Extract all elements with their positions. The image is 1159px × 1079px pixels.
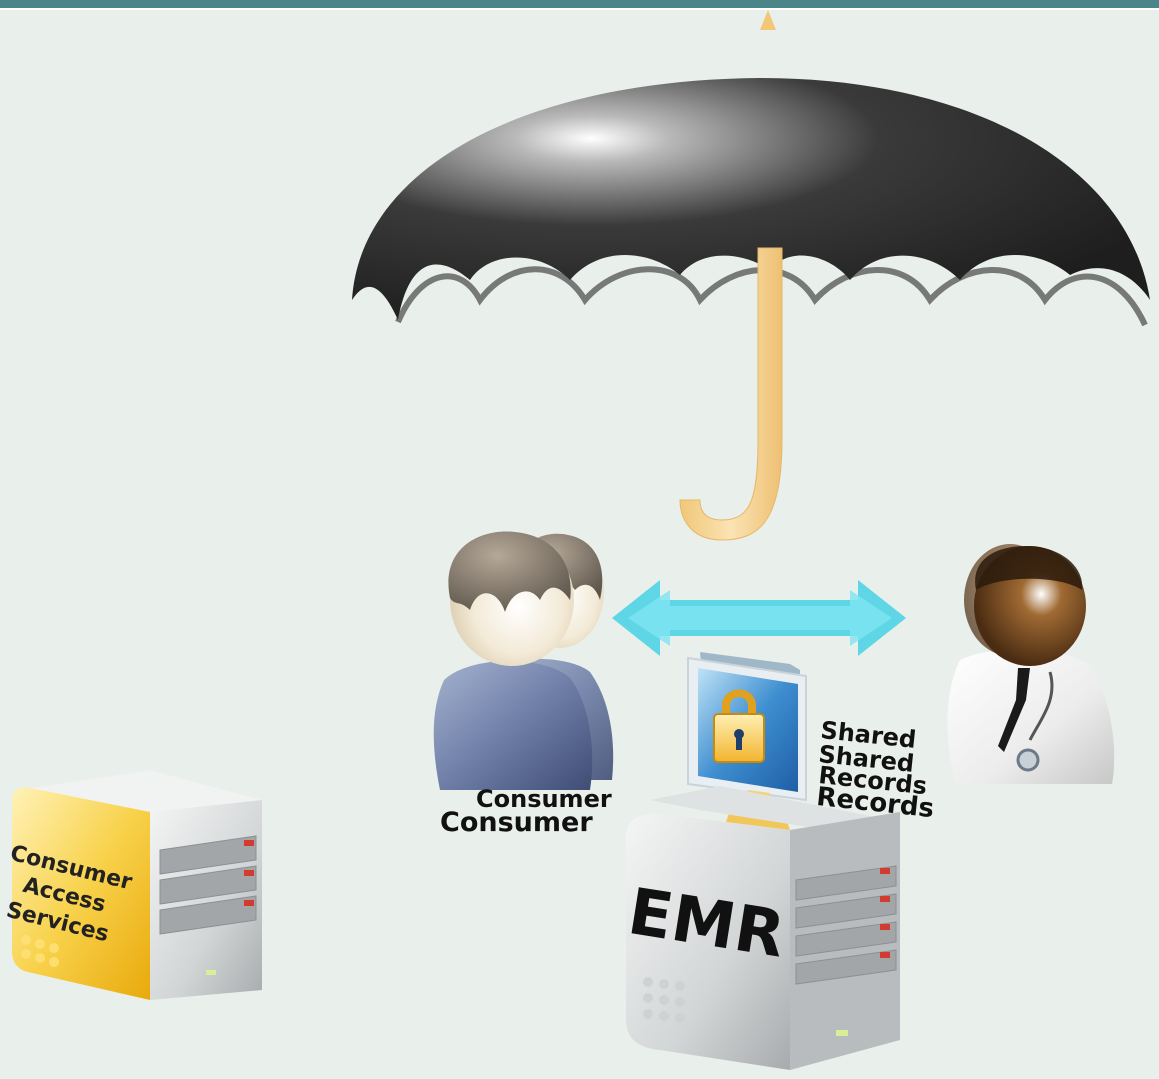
emr-drive-bays [795,865,897,985]
consumer-label: Consumer [440,807,593,838]
umbrella-handle [679,247,783,541]
secure-monitor-icon [687,652,807,830]
bidirectional-arrow-icon [612,580,906,656]
umbrella-tip [760,10,776,30]
top-accent-bar [0,0,1159,8]
umbrella-canopy [352,78,1150,320]
consumer-access-server-icon [12,770,262,1000]
consumer-person-icon [433,531,614,790]
umbrella-icon [352,10,1150,541]
cas-power-led [206,970,216,975]
doctor-person-icon [947,544,1115,784]
consumer-label-shadow: Consumer [476,785,612,813]
cas-drive-bays [159,835,257,935]
cas-vent-grid [21,935,59,967]
emr-power-led [836,1030,848,1036]
emr-vent-grid [643,977,685,1023]
emr-server-icon [626,786,900,1070]
top-accent-line [0,8,1159,10]
